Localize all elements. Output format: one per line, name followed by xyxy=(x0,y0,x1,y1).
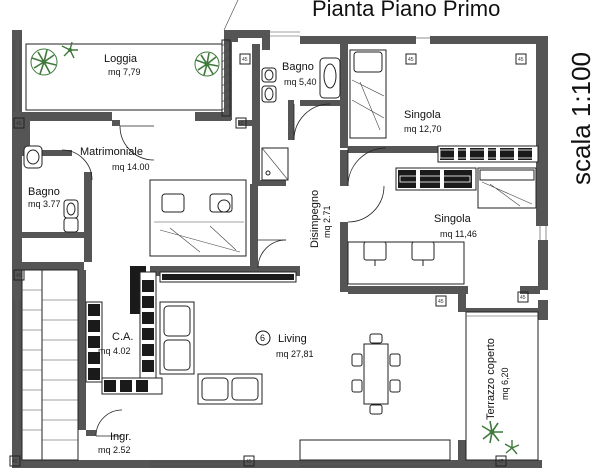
dimension-tag: 45 xyxy=(438,299,444,305)
windows xyxy=(13,31,547,467)
singola-mid-furniture xyxy=(347,167,537,285)
room-area-bagno-top: mq 5,40 xyxy=(284,77,317,87)
room-area-ca: mq 4.02 xyxy=(98,346,131,356)
exterior-walls xyxy=(12,30,548,468)
dimension-tag: 45 xyxy=(242,57,248,63)
loggia-room xyxy=(25,0,239,117)
room-area-matrimoniale: mq 14.00 xyxy=(112,162,150,172)
room-area-singola-top: mq 12,70 xyxy=(404,124,442,134)
room-name-terrazzo: Terrazzo coperto xyxy=(485,338,497,420)
dimension-tag: 45 xyxy=(238,121,244,127)
room-name-bagno-top: Bagno xyxy=(282,61,314,73)
room-area-disimpegno: mq 2.71 xyxy=(322,205,332,238)
singola-top-furniture xyxy=(347,49,539,187)
living-furniture xyxy=(159,271,451,461)
plan-scale: scala 1:100 xyxy=(566,52,596,185)
room-name-ca: C.A. xyxy=(112,331,133,343)
interior-walls xyxy=(22,44,540,462)
plant-icon xyxy=(504,440,520,455)
room-name-bagno-left: Bagno xyxy=(28,186,60,198)
room-area-bagno-left: mq 3.77 xyxy=(28,199,61,209)
dimension-tag: 45 xyxy=(518,57,524,63)
room-name-singola-top: Singola xyxy=(404,109,442,121)
room-name-matrimoniale: Matrimoniale xyxy=(80,146,143,158)
dimension-tag: 45 xyxy=(520,295,526,301)
matrimoniale-furniture xyxy=(119,125,247,314)
room-name-ingr: Ingr. xyxy=(110,431,131,443)
dimension-tag: 45 xyxy=(408,57,414,63)
room-name-living: Living xyxy=(278,333,307,345)
dimension-tag: 45 xyxy=(498,459,504,465)
plan-title: Pianta Piano Primo xyxy=(312,0,500,21)
dimension-markers: 45 45 45 45 45 45 45 45 45 45 45 xyxy=(9,53,529,467)
dimension-tag: 45 xyxy=(12,459,18,465)
dimension-tag: 45 xyxy=(16,273,22,279)
room-area-singola-mid: mq 11,46 xyxy=(440,229,477,239)
plant-icon xyxy=(194,51,220,77)
room-area-terrazzo: mq 6,20 xyxy=(500,367,510,400)
room-number: 6 xyxy=(260,333,265,343)
room-area-living: mq 27,81 xyxy=(276,349,314,359)
bagno-top-fixtures xyxy=(261,57,341,181)
room-name-singola-mid: Singola xyxy=(434,213,472,225)
room-number-marker: 6 xyxy=(255,330,271,346)
ca-wardrobe xyxy=(85,271,163,437)
room-area-ingr: mq 2.52 xyxy=(98,445,131,455)
dimension-tag: 45 xyxy=(16,121,22,127)
disimpegno-doors xyxy=(257,103,331,269)
plant-icon xyxy=(30,48,58,76)
terrazzo-area xyxy=(465,311,539,461)
loggia-balustrade xyxy=(221,39,231,117)
room-name-disimpegno: Disimpegno xyxy=(309,190,321,248)
staircase xyxy=(21,269,79,461)
bagno-left-fixtures xyxy=(23,145,93,233)
room-name-loggia: Loggia xyxy=(104,53,138,65)
room-area-loggia: mq 7,79 xyxy=(108,67,141,77)
plant-icon xyxy=(481,420,503,444)
dimension-tag: 45 xyxy=(246,459,252,465)
plant-icon xyxy=(61,41,78,59)
